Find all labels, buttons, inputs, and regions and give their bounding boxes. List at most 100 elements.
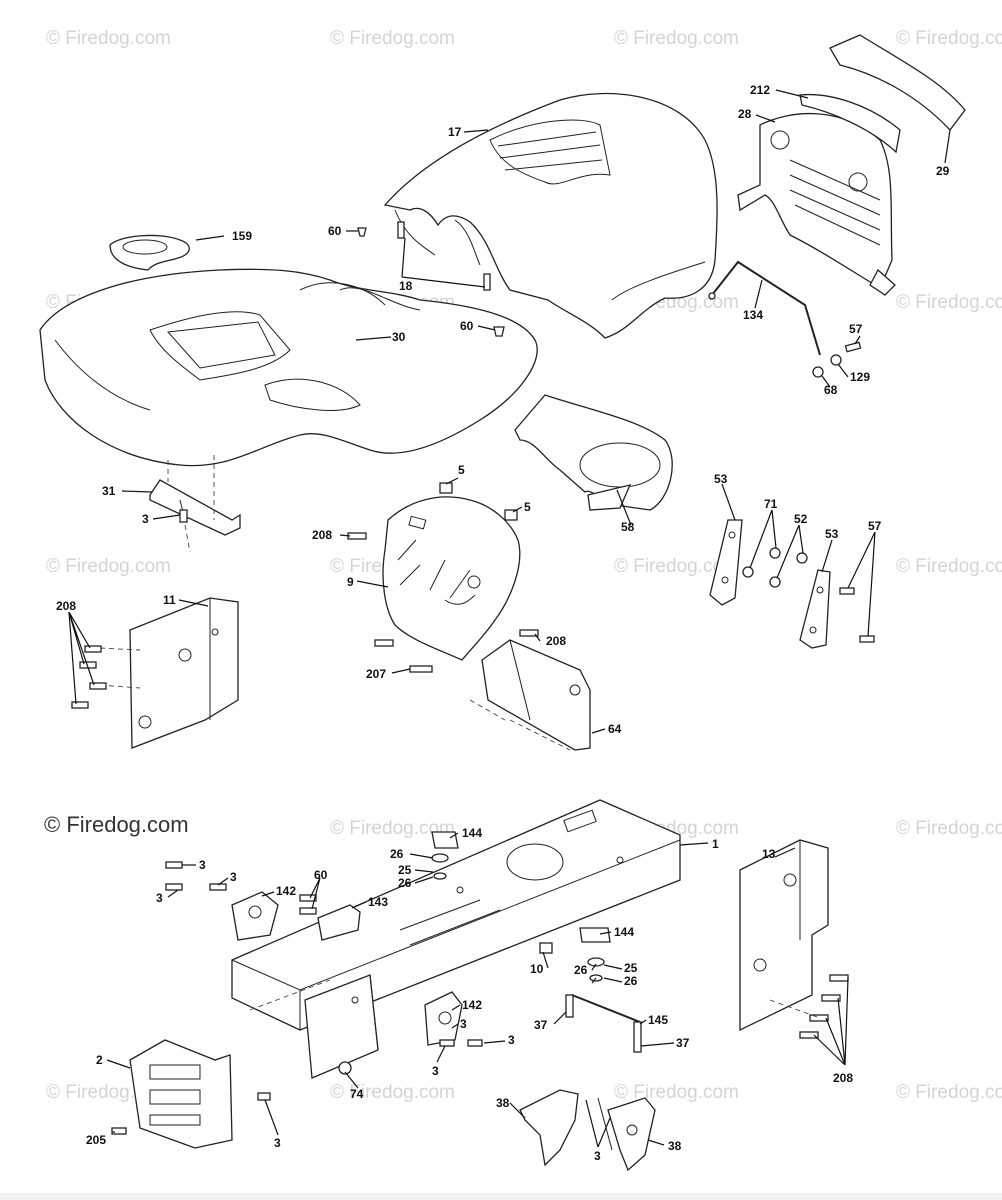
watermark: © Firedog.com: [896, 818, 1002, 839]
callout-label: 26: [624, 974, 638, 988]
side-panel-right-part: [739, 839, 849, 1039]
callout-label: 208: [312, 528, 332, 542]
watermark: © Firedog.com: [46, 28, 171, 49]
callout-label: 30: [392, 330, 406, 344]
callout-label: 142: [276, 884, 296, 898]
washer-hardware: [431, 831, 642, 1053]
callout-label: 144: [614, 925, 634, 939]
callout-label: 3: [508, 1033, 515, 1047]
callout-label: 28: [738, 107, 752, 121]
bolt-hardware: [812, 341, 862, 378]
grille-part: [737, 112, 896, 296]
callout-label: 5: [524, 500, 531, 514]
caster-bracket-part: [519, 1089, 656, 1172]
callout-label: 208: [833, 1071, 853, 1085]
callout-label: 3: [432, 1064, 439, 1078]
watermark: © Firedog.com: [896, 1082, 1002, 1103]
callout-label: 5: [458, 463, 465, 477]
callout-label: 3: [274, 1136, 281, 1150]
watermark: © Firedog.com: [330, 1082, 455, 1103]
steering-shroud-part: [514, 394, 673, 511]
callout-label: 212: [750, 83, 770, 97]
callout-label: 143: [368, 895, 388, 909]
callout-label: 60: [460, 319, 474, 333]
callout-labels: 17 212 28 29 159 60 18 30 60 134 57 129 …: [56, 83, 950, 1163]
watermark: © Firedog.com: [896, 556, 1002, 577]
hood-rod-part: [708, 260, 821, 356]
callout-label: 3: [199, 858, 206, 872]
callout-label: 2: [96, 1053, 103, 1067]
callout-label: 144: [462, 826, 482, 840]
callout-label: 1: [712, 837, 719, 851]
callout-label: 208: [56, 599, 76, 613]
callout-label: 129: [850, 370, 870, 384]
callout-label: 52: [794, 512, 808, 526]
callout-label: 38: [668, 1139, 682, 1153]
callout-label: 71: [764, 497, 778, 511]
callout-label: 10: [530, 962, 544, 976]
callout-label: 17: [448, 125, 462, 139]
callout-label: 9: [347, 575, 354, 589]
main-frame-part: [231, 799, 681, 1031]
callout-label: 64: [608, 722, 622, 736]
front-plate-part: [111, 1039, 271, 1149]
callout-label: 53: [714, 472, 728, 486]
side-panel-left-part: [71, 597, 239, 749]
callout-label: 3: [594, 1149, 601, 1163]
dash-panel-part: [347, 482, 539, 673]
screw-hardware: [357, 227, 505, 337]
axle-bracket-part: [231, 891, 463, 1046]
callout-label: 38: [496, 1096, 510, 1110]
callout-label: 145: [648, 1013, 668, 1027]
link-plate-part: [709, 519, 875, 649]
watermark: © Firedog.com: [896, 28, 1002, 49]
watermark: © Firedog.com: [896, 292, 1002, 313]
callout-label: 74: [350, 1087, 364, 1101]
callout-label: 207: [366, 667, 386, 681]
callout-label: 13: [762, 847, 776, 861]
bracket-part: [317, 904, 361, 941]
watermark: © Firedog.com: [330, 28, 455, 49]
callout-label: 205: [86, 1133, 106, 1147]
peg-hardware: [397, 221, 491, 291]
callout-label: 53: [825, 527, 839, 541]
callout-label: 58: [621, 520, 635, 534]
callout-label: 3: [460, 1017, 467, 1031]
watermark: © Firedog.com: [330, 818, 455, 839]
callout-label: 31: [102, 484, 116, 498]
callout-label: 60: [314, 868, 328, 882]
watermark: © Firedog.com: [46, 556, 171, 577]
callout-label: 134: [743, 308, 763, 322]
battery-tray-part: [469, 639, 591, 751]
frame-side-plate-part: [304, 974, 379, 1079]
callout-label: 3: [156, 891, 163, 905]
callout-label: 26: [390, 847, 404, 861]
callout-label: 3: [142, 512, 149, 526]
fender-bracket-part: [149, 455, 241, 553]
callout-label: 142: [462, 998, 482, 1012]
callout-label: 57: [849, 322, 863, 336]
callout-label: 37: [534, 1018, 548, 1032]
leader-lines: [68, 89, 951, 1148]
callout-label: 18: [399, 279, 413, 293]
callout-label: 11: [163, 593, 176, 607]
hood-part: [383, 92, 718, 339]
nose-cap-part: [829, 34, 966, 132]
callout-label: 159: [232, 229, 252, 243]
fender-part: [39, 268, 538, 467]
callout-label: 60: [328, 224, 342, 238]
grille-cap-part: [799, 93, 901, 154]
bottom-edge-strip: [0, 1193, 1002, 1200]
callout-label: 25: [398, 863, 412, 877]
callout-label: 3: [230, 870, 237, 884]
callout-label: 29: [936, 164, 950, 178]
callout-label: 37: [676, 1036, 690, 1050]
callout-label: 26: [574, 963, 588, 977]
callout-label: 68: [824, 383, 838, 397]
watermark: © Firedog.com: [614, 28, 739, 49]
callout-label: 208: [546, 634, 566, 648]
bolt-hardware: [165, 861, 553, 1075]
callout-label: 57: [868, 519, 882, 533]
